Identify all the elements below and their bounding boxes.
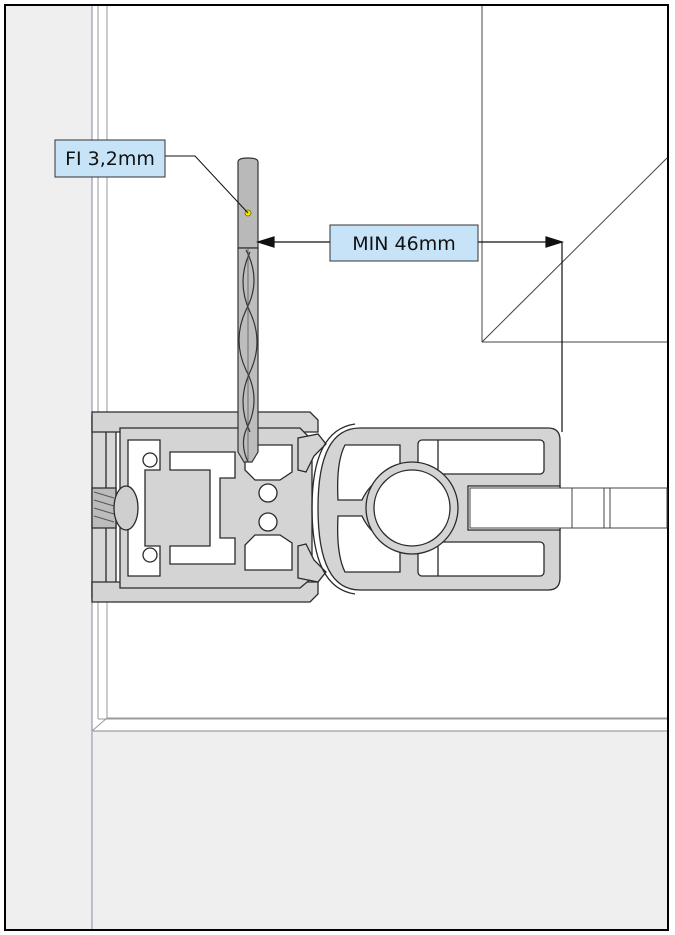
- drill-size-callout: FI 3,2mm: [54, 139, 166, 178]
- min-distance-callout: MIN 46mm: [329, 224, 479, 262]
- drill-size-label: FI 3,2mm: [65, 148, 155, 170]
- dimension-line: [255, 236, 565, 248]
- aluminium-profile: [91, 411, 561, 603]
- drill-bit: [237, 157, 259, 463]
- upper-right-box: [481, 6, 668, 343]
- floor: [93, 731, 667, 929]
- rod: [469, 487, 668, 529]
- min-distance-label: MIN 46mm: [352, 233, 455, 255]
- drill-leader-line: [165, 155, 249, 214]
